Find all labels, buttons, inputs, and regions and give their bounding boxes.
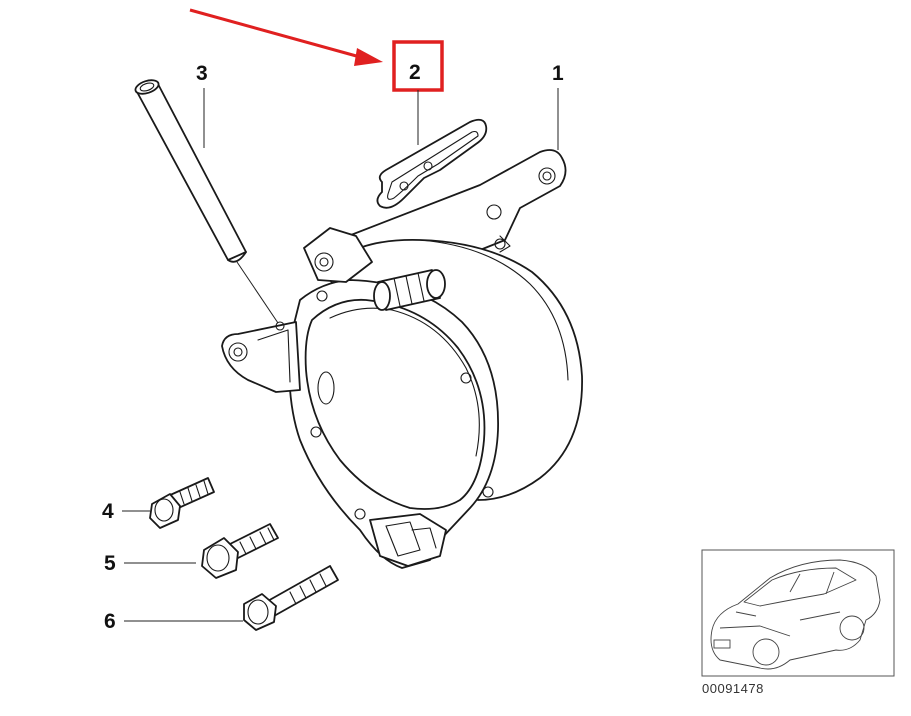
highlight-arrow: [189, 8, 361, 59]
part-6-bolt: [243, 565, 339, 631]
callout-label-1: 1: [552, 62, 564, 85]
highlight-arrowhead: [354, 48, 383, 66]
part-2-gasket: [376, 118, 488, 209]
part-5-bolt: [201, 523, 279, 579]
callout-label-4: 4: [102, 500, 114, 523]
leader-lines: [122, 88, 559, 622]
part-4-bolt: [149, 477, 215, 529]
callout-label-2: 2: [409, 61, 421, 84]
part-1-housing: [221, 149, 583, 569]
callout-label-3: 3: [196, 62, 208, 85]
reference-code: 00091478: [702, 681, 764, 696]
callout-label-6: 6: [104, 610, 116, 633]
highlight-annotation: [189, 8, 444, 92]
callout-label-5: 5: [104, 552, 116, 575]
vehicle-thumbnail: [701, 549, 895, 677]
part-3-tube: [134, 79, 247, 263]
